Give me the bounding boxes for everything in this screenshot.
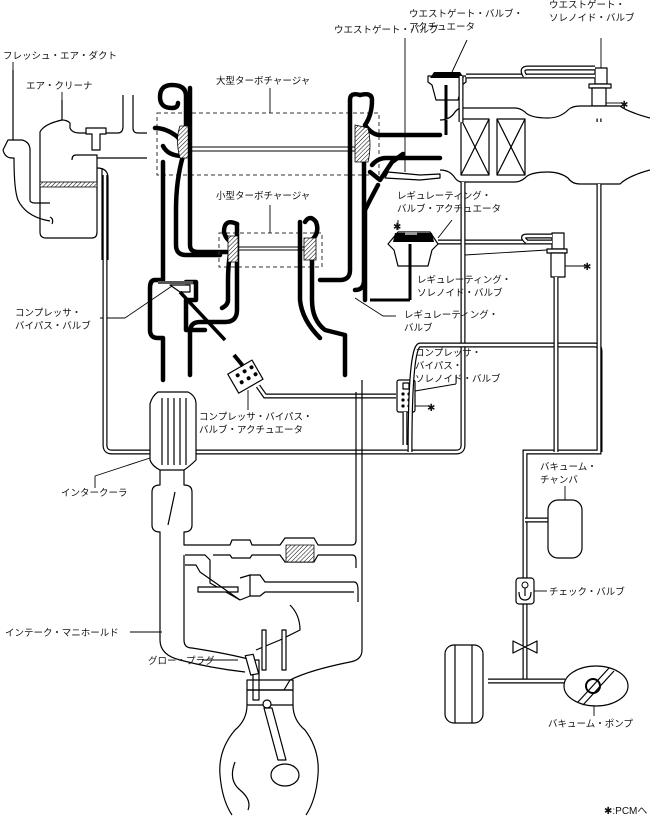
label-compressor-bypass-solenoid-line3: ソレノイド・バルブ	[415, 373, 501, 385]
exhaust-catalyst	[439, 105, 650, 185]
engine	[219, 629, 319, 816]
regulating-solenoid-valve	[546, 232, 585, 278]
label-small-turbo: 小型ターボチャージャ	[216, 191, 310, 202]
intake-ducting	[151, 380, 363, 691]
pcm-asterisk-wastegate: ✱	[620, 100, 628, 111]
label-regulating-solenoid-line1: レギュレーティング・	[417, 274, 511, 286]
brake-booster	[444, 644, 484, 724]
leader-wastegate-actuator	[451, 39, 468, 73]
label-regulating-actuator-line2: バルブ・アクチュエータ	[397, 203, 501, 215]
label-large-turbo: 大型ターボチャージャ	[216, 75, 310, 87]
label-regulating-solenoid-line2: ソレノイド・バルブ	[417, 287, 503, 299]
label-compressor-bypass-actuator-line1: コンプレッサ・バイパス・	[199, 412, 313, 423]
wastegate-actuator	[427, 72, 467, 135]
label-fresh-air-duct: フレッシュ・エア・ダクト	[3, 50, 117, 62]
wastegate-valve	[362, 151, 443, 303]
air-cleaner	[39, 95, 147, 260]
small-turbo	[187, 215, 348, 378]
label-wastegate-solenoid-line1: ウエストゲート・	[549, 0, 625, 11]
label-compressor-bypass-solenoid-line2: バイパス・	[415, 361, 462, 372]
large-turbo-outline	[156, 112, 380, 176]
check-valve	[515, 577, 547, 605]
label-compressor-bypass-solenoid-line1: コンプレッサ・	[415, 348, 481, 359]
label-air-cleaner: エア・クリーナ	[26, 81, 93, 92]
label-wastegate-solenoid-line2: ソレノイド・バルブ	[549, 12, 635, 24]
label-vacuum-pump: バキューム・ポンプ	[548, 719, 633, 730]
label-check-valve: チェック・バルブ	[549, 586, 625, 598]
regulating-valve-actuator	[387, 220, 439, 300]
intercooler	[149, 391, 197, 471]
leader-regulating-actuator	[437, 219, 453, 239]
footnote-pcm: ✱:PCMへ	[604, 806, 647, 817]
label-glow-plug: グロー・プラグ	[148, 655, 215, 667]
label-regulating-valve-line2: バルブ	[404, 322, 433, 334]
label-intercooler: インタークーラ	[61, 488, 128, 499]
label-regulating-actuator-line1: レギュレーティング・	[397, 190, 491, 202]
label-vacuum-chamber-line1: バキューム・	[540, 462, 597, 473]
label-compressor-bypass-valve-line2: バイパス・バルブ	[15, 320, 91, 332]
shutoff-valve-symbol	[512, 640, 538, 654]
pcm-asterisk-regulating-solenoid: ✱	[583, 262, 591, 273]
compressor-bypass-actuator	[227, 359, 264, 394]
compressor-bypass-valve	[147, 159, 227, 383]
label-intake-manifold: インテーク・マニホールド	[5, 628, 119, 639]
label-regulating-valve-line1: レギュレーティング・	[404, 309, 498, 321]
vacuum-pipe-network	[102, 76, 603, 684]
leader-compressor-bypass-solenoid	[414, 383, 457, 392]
vacuum-chamber	[547, 499, 583, 559]
label-wastegate-valve: ウエストゲート・バルブ	[334, 24, 439, 36]
leader-regulating-valve	[354, 297, 384, 317]
label-compressor-bypass-actuator-line2: バルブ・アクチュエータ	[199, 424, 303, 436]
pcm-asterisk-regulating-actuator: ✱	[393, 222, 401, 233]
label-vacuum-chamber-line2: チャンバ	[540, 475, 578, 486]
pcm-asterisk-bypass-solenoid: ✱	[427, 403, 435, 414]
label-compressor-bypass-valve-line1: コンプレッサ・	[15, 308, 81, 319]
label-wastegate-actuator-line2: アクチュエータ	[409, 22, 475, 33]
vacuum-pump	[563, 665, 629, 707]
fresh-air-duct	[2, 70, 54, 225]
label-wastegate-actuator-line1: ウエストゲート・バルブ・	[409, 8, 523, 20]
large-turbo-compressor	[152, 82, 233, 258]
small-turbo-outline	[218, 232, 323, 268]
vacuum-line-bypass-actuator	[255, 384, 396, 399]
